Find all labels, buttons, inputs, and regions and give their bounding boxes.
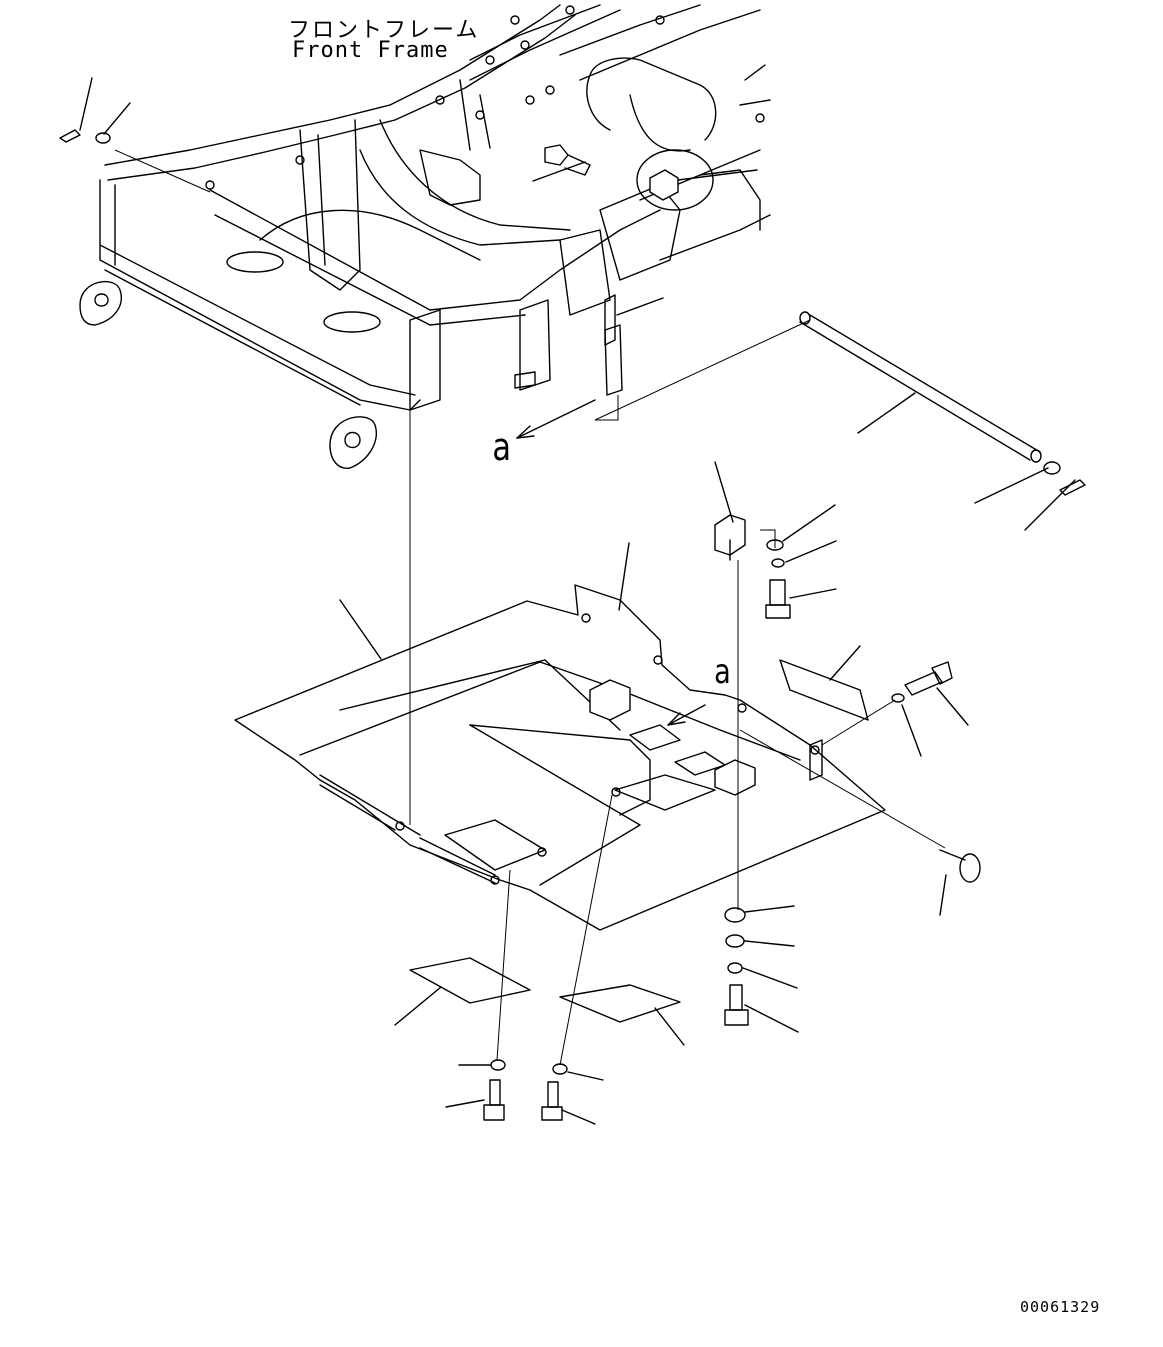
assembly-lines bbox=[114, 149, 946, 1066]
view-marker-a-upper: a bbox=[492, 425, 511, 469]
small-parts bbox=[409, 479, 1086, 1121]
front-frame bbox=[59, 4, 771, 469]
leader-lines bbox=[79, 77, 1076, 1125]
diagram-title-english: Front Frame bbox=[292, 38, 449, 63]
drawing-number: 00061329 bbox=[1020, 1298, 1101, 1316]
frame-bolts bbox=[205, 5, 765, 190]
view-marker-a-lower: a bbox=[714, 652, 731, 692]
diagram-title-japanese: フロントフレーム bbox=[288, 18, 480, 43]
under-cover bbox=[234, 584, 886, 931]
rod-part bbox=[799, 311, 1061, 475]
